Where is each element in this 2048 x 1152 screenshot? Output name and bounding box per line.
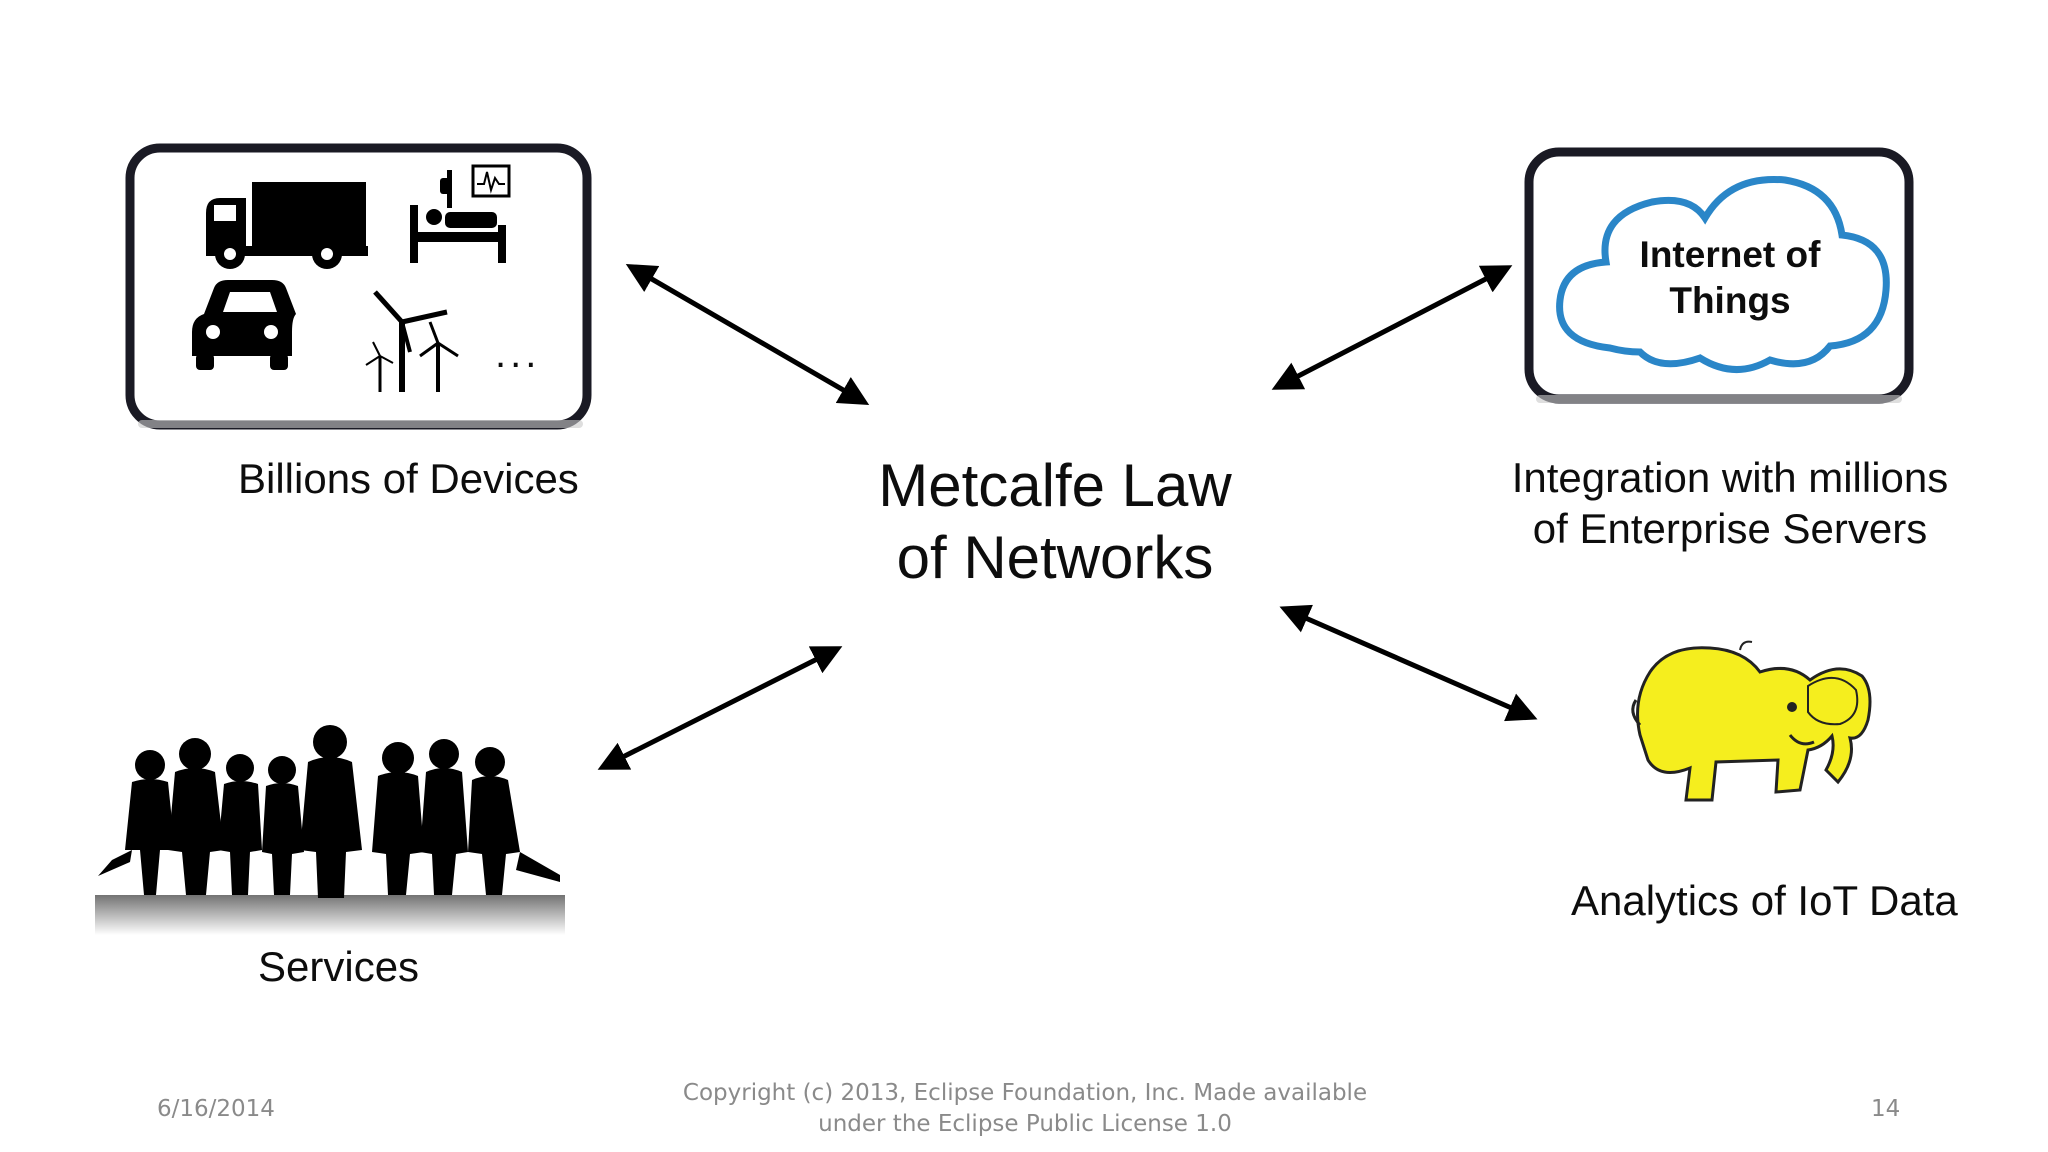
arrow-devices-center (625, 263, 870, 406)
car-icon (192, 280, 296, 370)
footer-copyright-line1: Copyright (c) 2013, Eclipse Foundation, … (682, 1080, 1368, 1106)
footer-copyright: Copyright (c) 2013, Eclipse Foundation, … (655, 1078, 1395, 1140)
center-title-line2: of Networks (896, 524, 1214, 591)
cloud-label-line2: of Enterprise Servers (1532, 505, 1928, 552)
devices-label: Billions of Devices (238, 455, 579, 502)
hospital-bed-icon (410, 164, 511, 263)
cloud-label: Integration with millions of Enterprise … (1500, 452, 1960, 554)
people-silhouette-icon (95, 725, 565, 935)
cloud-title-line2: Things (1669, 280, 1791, 321)
truck-icon (206, 182, 368, 269)
footer-copyright-line2: under the Eclipse Public License 1.0 (818, 1111, 1232, 1137)
center-title: Metcalfe Law of Networks (855, 450, 1255, 594)
footer-date: 6/16/2014 (157, 1096, 275, 1122)
analytics-label: Analytics of IoT Data (1571, 877, 1958, 924)
cloud-label-line1: Integration with millions (1511, 454, 1949, 501)
wind-turbine-icon (365, 290, 459, 392)
devices-ellipsis: ... (495, 332, 541, 376)
arrow-analytics-center (1279, 604, 1538, 722)
center-title-line1: Metcalfe Law (878, 452, 1232, 519)
cloud-title: Internet of Things (1610, 232, 1850, 324)
services-label: Services (258, 943, 420, 990)
arrow-cloud-center (1271, 265, 1513, 390)
elephant-icon (1631, 640, 1872, 802)
arrow-services-center (597, 646, 843, 770)
footer-page-number: 14 (1871, 1096, 1901, 1122)
cloud-icon (1556, 175, 1890, 373)
cloud-title-line1: Internet of (1639, 234, 1821, 275)
